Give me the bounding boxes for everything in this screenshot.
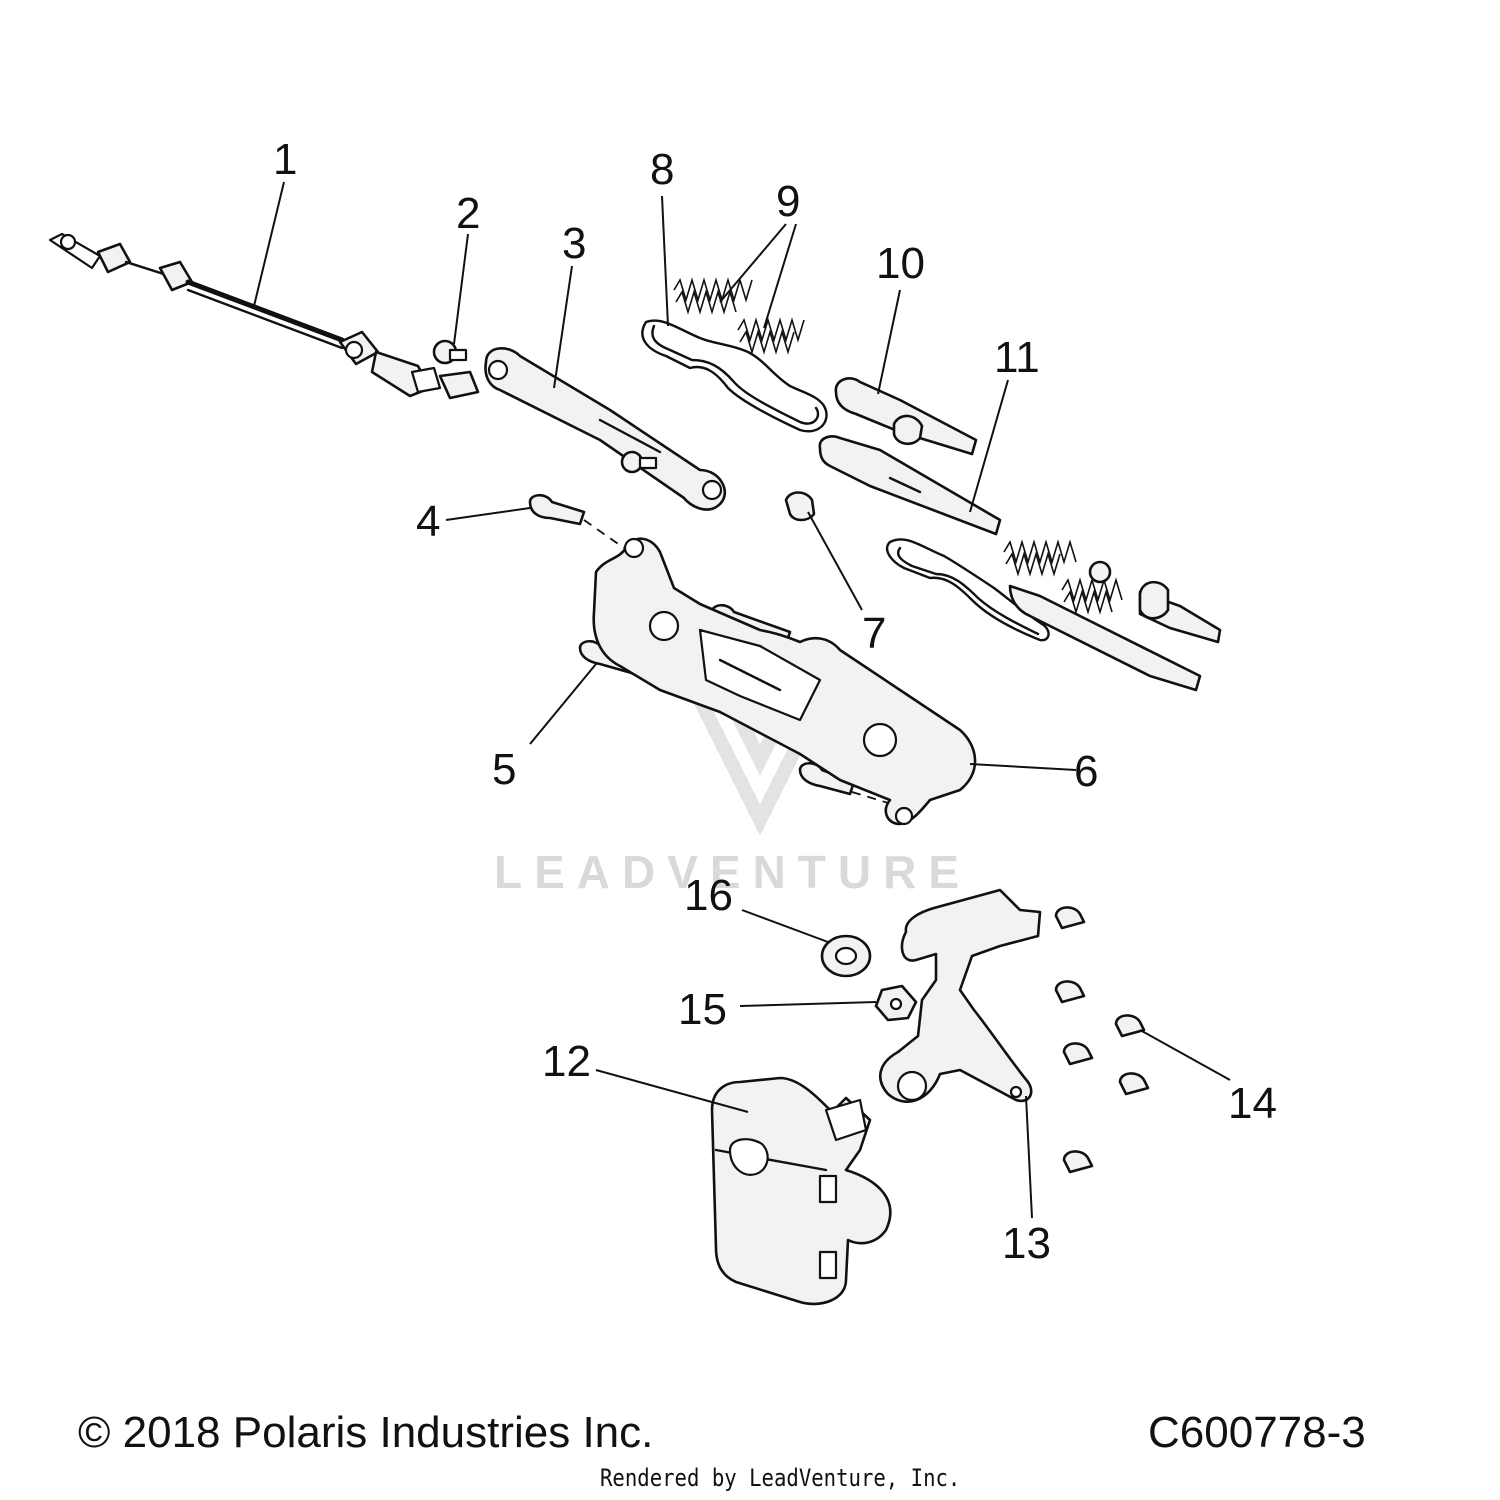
- callout-3: 3: [562, 219, 586, 268]
- part-8-retaining-clip: [641, 319, 828, 433]
- part-1-shift-cable: [48, 232, 442, 398]
- part-13-bracket: [878, 888, 1042, 1103]
- callout-1: 1: [273, 135, 297, 184]
- callout-2: 2: [456, 189, 480, 238]
- callout-13: 13: [1002, 1219, 1051, 1268]
- part-12-actuator: [710, 1076, 892, 1306]
- callout-6: 6: [1074, 747, 1098, 796]
- leader-lines: [253, 181, 1231, 1219]
- copyright-notice: © 2018 Polaris Industries Inc.: [78, 1408, 654, 1457]
- callout-numbers: 1 2 3 4 5 6 7 8 9 10 11 12 13 14 15 16: [273, 135, 1277, 1268]
- callout-7: 7: [862, 609, 886, 658]
- part-16-grommet: [820, 934, 872, 978]
- part-10-shift-pawls: [834, 377, 978, 456]
- callout-11: 11: [994, 333, 1040, 382]
- part-7-pin: [784, 491, 816, 522]
- callout-15: 15: [678, 985, 727, 1034]
- part-9-springs-upper: [673, 277, 805, 355]
- watermark-text: LEADVENTURE: [494, 846, 971, 898]
- callout-12: 12: [542, 1037, 591, 1086]
- drawing-code: C600778-3: [1148, 1408, 1366, 1457]
- part-3-shift-link: [484, 347, 727, 511]
- part-2-ball-stud: [432, 339, 480, 400]
- callout-10: 10: [876, 239, 925, 288]
- callout-4: 4: [416, 497, 440, 546]
- part-11-shift-forks: [818, 435, 1222, 692]
- rendered-by-credit: Rendered by LeadVenture, Inc.: [600, 1464, 961, 1492]
- part-4-bolt: [528, 493, 586, 526]
- part-15-nut: [874, 984, 918, 1022]
- callout-16: 16: [684, 871, 733, 920]
- part-14-screws: [1054, 906, 1150, 1174]
- callout-14: 14: [1228, 1079, 1277, 1128]
- callout-9: 9: [776, 177, 800, 226]
- callout-8: 8: [650, 145, 674, 194]
- callout-5: 5: [492, 745, 516, 794]
- part-6-housing: [592, 537, 977, 826]
